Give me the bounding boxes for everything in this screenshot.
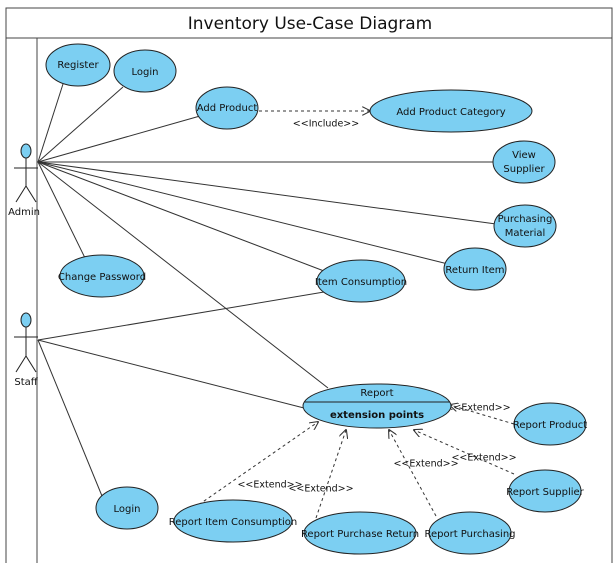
admin-associations (37, 83, 497, 389)
extend-label-report-product: <<Extend>> (445, 403, 510, 414)
actor-admin-leg-left (15, 185, 27, 203)
assoc-admin-return-item (37, 161, 449, 265)
actor-staff[interactable]: Staff (14, 312, 39, 388)
actor-staff-leg-left (15, 355, 27, 373)
usecase-purchasing-material-label-1: Purchasing (498, 214, 553, 225)
usecase-return-item-label: Return Item (445, 265, 504, 276)
usecase-report-purchasing-label: Report Purchasing (424, 529, 515, 540)
include-label: <<Include>> (293, 119, 359, 130)
actor-staff-head (20, 312, 32, 328)
usecase-view-supplier[interactable]: View Supplier (492, 140, 556, 184)
extend-arrow-report-supplier (414, 430, 515, 475)
dependencies: <<Include>> <<Extend>> <<Extend>> <<Exte… (193, 111, 517, 519)
assoc-admin-purchasing-material (37, 161, 497, 225)
usecase-return-item[interactable]: Return Item (443, 247, 507, 291)
extend-label-report-item-consumption: <<Extend>> (237, 480, 302, 491)
usecase-report-purchase-return-label: Report Purchase Return (301, 529, 419, 540)
extend-label-report-supplier: <<Extend>> (451, 453, 516, 464)
use-cases: Register Login Add Product Add Product C… (45, 43, 587, 555)
extend-label-report-purchasing: <<Extend>> (393, 459, 458, 470)
assoc-staff-login (37, 339, 103, 497)
usecase-login-admin[interactable]: Login (113, 49, 177, 93)
usecase-report-purchasing[interactable]: Report Purchasing (424, 511, 516, 555)
actor-staff-label: Staff (14, 377, 38, 388)
usecase-view-supplier-label-2: Supplier (503, 164, 545, 175)
actor-admin-label: Admin (8, 207, 40, 218)
assoc-admin-item-consumption (37, 161, 325, 272)
usecase-add-product[interactable]: Add Product (195, 86, 259, 130)
usecase-report-product-label: Report Product (513, 420, 587, 431)
usecase-report-product[interactable]: Report Product (513, 402, 587, 446)
usecase-add-product-category-label: Add Product Category (396, 107, 505, 118)
usecase-item-consumption[interactable]: Item Consumption (315, 259, 407, 303)
usecase-report-extension-points: extension points (330, 410, 424, 421)
assoc-admin-login (37, 86, 124, 163)
usecase-add-product-category[interactable]: Add Product Category (369, 89, 533, 133)
usecase-report-item-consumption-label: Report Item Consumption (169, 517, 298, 528)
usecase-change-password-label: Change Password (58, 272, 146, 283)
usecase-report-item-consumption[interactable]: Report Item Consumption (169, 499, 298, 543)
usecase-purchasing-material-label-2: Material (505, 228, 546, 239)
actor-admin-head (20, 143, 32, 159)
usecase-report-label: Report (360, 388, 393, 399)
assoc-staff-item-consumption (37, 290, 331, 341)
assoc-admin-add-product (37, 115, 201, 163)
usecase-login-admin-label: Login (132, 67, 159, 78)
assoc-admin-report (37, 161, 329, 389)
usecase-report-supplier-label: Report Supplier (506, 487, 584, 498)
usecase-purchasing-material[interactable]: Purchasing Material (493, 204, 557, 248)
usecase-report-purchase-return[interactable]: Report Purchase Return (301, 511, 419, 555)
usecase-change-password[interactable]: Change Password (58, 254, 146, 298)
usecase-report[interactable]: Report extension points (302, 383, 452, 429)
extend-arrow-report-product (450, 405, 515, 425)
assoc-admin-change-password (37, 161, 87, 261)
extend-arrow-report-purchasing (389, 430, 437, 517)
usecase-register[interactable]: Register (45, 43, 111, 87)
actor-staff-leg-right (25, 355, 37, 373)
usecase-register-label: Register (57, 60, 99, 71)
diagram-title: Inventory Use-Case Diagram (188, 14, 433, 34)
extend-arrow-report-item-consumption (193, 422, 318, 509)
usecase-login-staff-label: Login (114, 504, 141, 515)
usecase-view-supplier-label-1: View (512, 150, 536, 161)
staff-associations (37, 290, 331, 497)
actor-admin[interactable]: Admin (8, 143, 40, 218)
assoc-admin-register (37, 83, 64, 163)
usecase-item-consumption-label: Item Consumption (315, 277, 407, 288)
actor-admin-leg-right (25, 185, 37, 203)
usecase-login-staff[interactable]: Login (95, 486, 159, 530)
extend-label-report-purchase-return: <<Extend>> (288, 484, 353, 495)
usecase-report-supplier[interactable]: Report Supplier (506, 469, 585, 513)
assoc-staff-report (37, 339, 305, 409)
usecase-add-product-label: Add Product (197, 103, 258, 114)
